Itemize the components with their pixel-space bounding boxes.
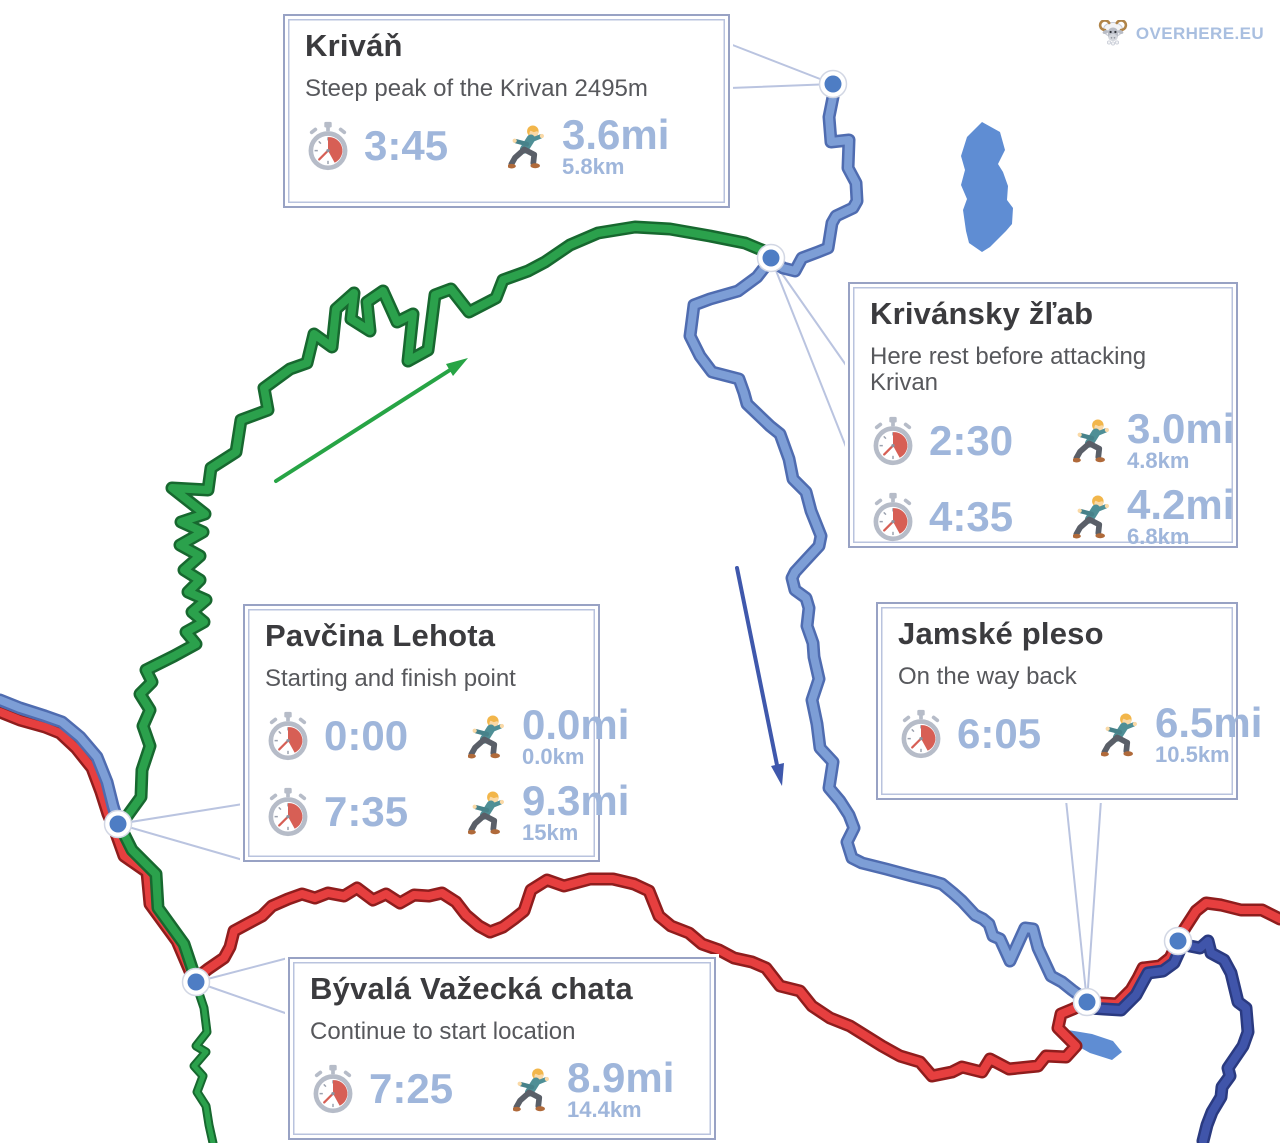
stat-miles: 3.6mi [562, 111, 670, 159]
stopwatch-icon [265, 711, 311, 761]
callout-title: Jamské pleso [898, 616, 1104, 651]
direction-arrow-descent [735, 566, 784, 786]
ram-icon [1098, 20, 1128, 48]
stat-row: 6:05 6.5mi 10.5km [898, 702, 1262, 766]
stat-row: 3:45 3.6mi 5.8km [305, 111, 708, 179]
waypoint-jamske-pleso[interactable] [1072, 987, 1102, 1017]
stat-time: 0:00 [324, 712, 409, 760]
callout-pavcina-lehota: Pavčina Lehota Starting and finish point… [243, 604, 629, 862]
callout-title: Krivánsky žľab [870, 296, 1094, 331]
callout-subtitle: Here rest before attacking Krivan [870, 342, 1147, 397]
stopwatch-icon [898, 709, 944, 759]
stat-km: 6.8km [1127, 524, 1190, 550]
route-lightblue [683, 90, 1094, 1009]
runner-icon [508, 123, 550, 170]
callout-title: Kriváň [305, 28, 403, 63]
route-blue-left [0, 693, 125, 829]
callout-krivansky-zlab: Krivánsky žľab Here rest before attackin… [848, 282, 1238, 548]
stat-time: 2:30 [929, 416, 1014, 464]
stat-km: 15km [522, 819, 579, 845]
connector-krivansky-zlab [768, 255, 851, 454]
direction-arrow-ascent [274, 358, 468, 483]
callout-title: Pavčina Lehota [265, 618, 496, 653]
stopwatch-icon [870, 416, 916, 466]
waypoint-byvala-vazecka-chata[interactable] [181, 967, 211, 997]
stat-row: 4:35 4.2mi 6.8km [870, 484, 1234, 548]
stat-miles: 3.0mi [1127, 405, 1235, 453]
runner-icon [468, 713, 510, 760]
callout-jamske-pleso: Jamské pleso On the way back 6:05 6.5mi … [876, 602, 1262, 800]
route-green [113, 220, 776, 1143]
stat-km: 10.5km [1155, 741, 1230, 767]
stat-miles: 6.5mi [1155, 699, 1263, 747]
route-darkblue [1083, 934, 1255, 1143]
lake-jamske-pleso [1063, 1030, 1122, 1060]
callout-subtitle: Steep peak of the Krivan 2495m [305, 74, 648, 102]
stat-miles: 9.3mi [522, 776, 630, 824]
callout-subtitle: Continue to start location [310, 1017, 576, 1045]
stopwatch-icon [305, 121, 351, 171]
callout-byvala-vazecka-chata: Bývalá Važecká chata Continue to start l… [288, 957, 716, 1140]
runner-icon [1073, 493, 1115, 540]
overhere-logo[interactable]: OVERHERE.EU [1098, 20, 1264, 48]
stat-time: 7:25 [369, 1065, 454, 1113]
stat-time: 3:45 [364, 122, 449, 170]
stat-km: 4.8km [1127, 448, 1190, 474]
stat-row: 7:35 9.3mi 15km [265, 779, 629, 844]
logo-text: OVERHERE.EU [1135, 24, 1264, 43]
waypoint-krivansky-zlab[interactable] [756, 243, 786, 273]
callout-subtitle: On the way back [898, 662, 1077, 690]
callout-title: Bývalá Važecká chata [310, 971, 633, 1006]
stopwatch-icon [310, 1064, 356, 1114]
connector-krivan [728, 41, 836, 91]
runner-icon [468, 789, 510, 836]
stat-row: 2:30 3.0mi 4.8km [870, 408, 1234, 472]
stat-miles: 4.2mi [1127, 481, 1235, 529]
connector-jamske-pleso [1063, 799, 1104, 1005]
stat-time: 4:35 [929, 492, 1014, 540]
stat-km: 0.0km [522, 743, 585, 769]
waypoint-krivan[interactable] [818, 69, 848, 99]
stat-time: 6:05 [957, 710, 1042, 758]
waypoint-pavcina-lehota[interactable] [103, 809, 133, 839]
stat-row: 0:00 0.0mi 0.0km [265, 704, 629, 768]
runner-icon [513, 1066, 555, 1113]
waypoint-junction-east[interactable] [1163, 926, 1193, 956]
lake-upper [961, 122, 1013, 252]
stopwatch-icon [265, 787, 311, 837]
route-red [0, 705, 1280, 1083]
callout-krivan: Kriváň Steep peak of the Krivan 2495m 3:… [283, 14, 730, 208]
stat-time: 7:35 [324, 788, 409, 836]
stat-km: 14.4km [567, 1096, 642, 1122]
runner-icon [1073, 417, 1115, 464]
stopwatch-icon [870, 492, 916, 542]
runner-icon [1101, 711, 1143, 758]
stat-km: 5.8km [562, 153, 625, 179]
callout-subtitle: Starting and finish point [265, 664, 516, 692]
stat-row: 7:25 8.9mi 14.4km [310, 1054, 694, 1122]
stat-miles: 0.0mi [522, 701, 630, 749]
stat-miles: 8.9mi [567, 1054, 675, 1102]
